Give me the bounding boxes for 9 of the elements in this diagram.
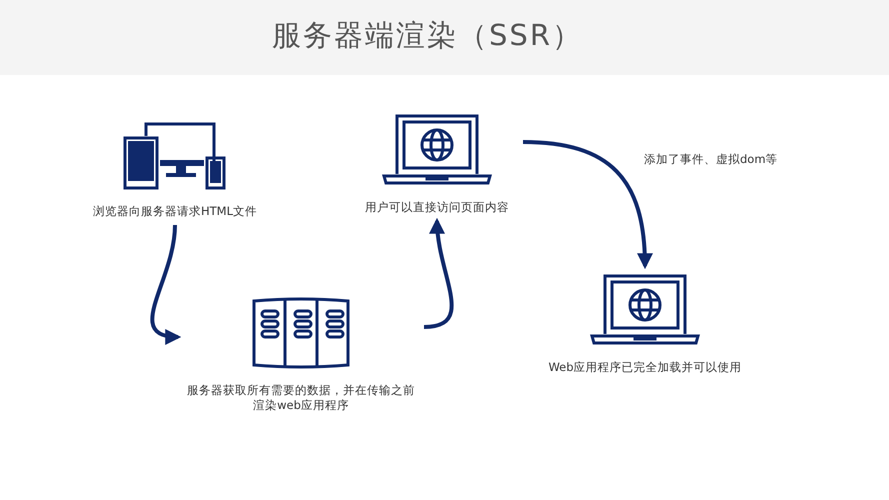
node-caption: 服务器获取所有需要的数据，并在传输之前渲染web应用程序: [186, 383, 416, 413]
edge-label: 添加了事件、虚拟dom等: [644, 152, 778, 167]
curved-arrow: [522, 140, 653, 270]
node-caption: 用户可以直接访问页面内容: [365, 200, 509, 215]
title: 服务器端渲染（SSR）: [272, 17, 583, 54]
curved-arrow: [424, 218, 454, 329]
node-caption: 浏览器向服务器请求HTML文件: [92, 204, 257, 219]
node-caption: Web应用程序已完全加载并可以使用: [548, 360, 742, 375]
curved-arrow: [150, 224, 182, 344]
